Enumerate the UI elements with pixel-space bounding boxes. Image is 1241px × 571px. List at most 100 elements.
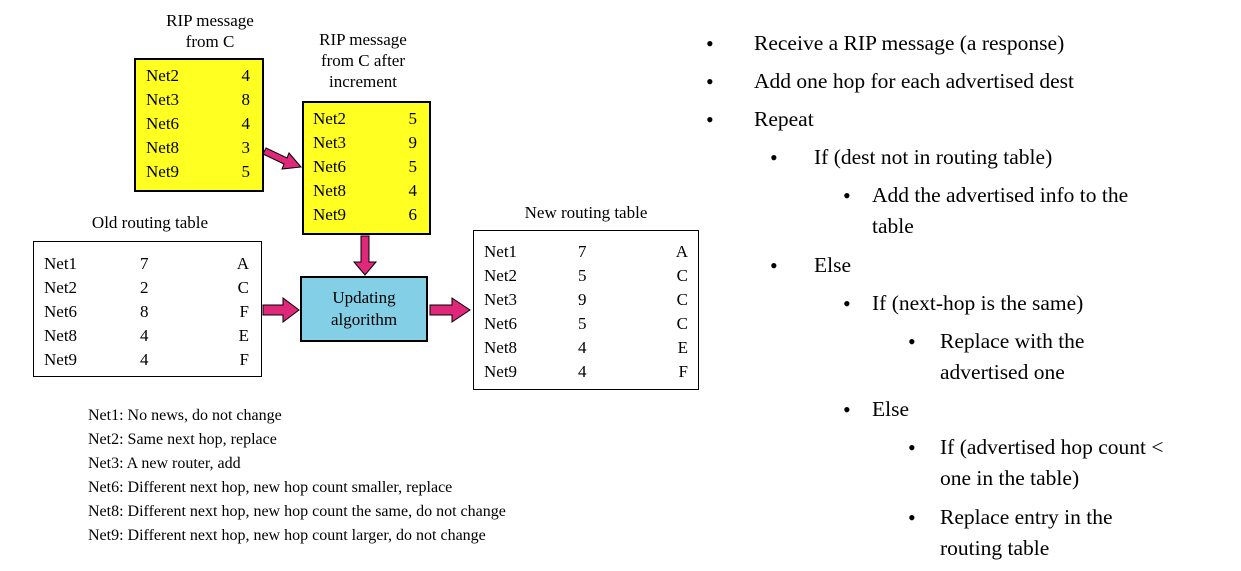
table-row: Net2 2 C [34, 275, 261, 300]
table-row: Net6 8 F [34, 299, 261, 324]
table-row: Net2 5 [304, 106, 429, 131]
caption-rip-after-increment: RIP message from C after increment [303, 29, 423, 92]
cell-net: Net6 [44, 302, 78, 321]
cell-hop: 2 [140, 278, 149, 297]
caption-rip-from-c: RIP message from C [150, 10, 270, 52]
cell-next: A [675, 242, 688, 261]
note-line: Net3: A new router, add [88, 455, 241, 472]
table-row: Net1 7 A [474, 239, 698, 264]
caption-line: RIP message [319, 30, 407, 49]
cell-net: Net8 [44, 326, 78, 345]
note-line: Net2: Same next hop, replace [88, 431, 277, 448]
cell-hop: 5 [578, 266, 587, 285]
cell-hop: 6 [408, 205, 418, 224]
cell-hop: 5 [408, 157, 418, 176]
cell-next: C [237, 278, 249, 297]
cell-net: Net9 [484, 362, 518, 381]
cell-next: C [676, 290, 688, 309]
table-row: Net8 3 [136, 135, 262, 160]
cell-next: F [239, 302, 249, 321]
algorithm-label-line: algorithm [330, 310, 398, 329]
cell-hop: 4 [140, 350, 149, 369]
updating-algorithm-box: Updating algorithm [300, 276, 428, 342]
cell-net: Net1 [484, 242, 518, 261]
cell-net: Net2 [484, 266, 518, 285]
cell-net: Net6 [146, 114, 180, 133]
table-row: Net9 4 F [34, 347, 261, 372]
cell-hop: 8 [241, 90, 251, 109]
table-row: Net9 6 [304, 202, 429, 227]
table-row: Net2 5 C [474, 263, 698, 288]
note-line: Net1: No news, do not change [88, 407, 282, 424]
cell-next: C [676, 266, 688, 285]
cell-net: Net8 [146, 138, 180, 157]
cell-net: Net1 [44, 254, 78, 273]
caption-new-routing-table: New routing table [524, 203, 648, 222]
table-row: Net8 4 E [474, 335, 698, 360]
cell-hop: 9 [578, 290, 587, 309]
note-line: Net9: Different next hop, new hop count … [88, 527, 486, 544]
cell-net: Net8 [313, 181, 347, 200]
cell-hop: 8 [140, 302, 149, 321]
table-row: Net2 4 [136, 63, 262, 88]
cell-next: E [677, 338, 688, 357]
cell-hop: 9 [408, 133, 418, 152]
cell-net: Net6 [484, 314, 518, 333]
cell-next: E [238, 326, 249, 345]
table-row: Net1 7 A [34, 251, 261, 276]
note-line: Net8: Different next hop, new hop count … [88, 503, 506, 520]
table-row: Net6 5 [304, 154, 429, 179]
cell-net: Net2 [44, 278, 78, 297]
arrow-increment [262, 147, 302, 170]
cell-net: Net3 [484, 290, 518, 309]
cell-net: Net9 [146, 162, 180, 181]
cell-hop: 7 [140, 254, 149, 273]
cell-hop: 4 [241, 114, 251, 133]
cell-hop: 4 [140, 326, 149, 345]
cell-net: Net6 [313, 157, 347, 176]
cell-net: Net3 [146, 90, 180, 109]
cell-hop: 4 [578, 338, 587, 357]
arrow-old-to-algorithm [262, 297, 300, 323]
caption-line: increment [329, 72, 397, 91]
table-row: Net9 5 [136, 159, 262, 184]
cell-net: Net2 [146, 66, 180, 85]
arrow-algorithm-to-new [429, 297, 471, 323]
caption-line: from C [185, 32, 235, 51]
caption-line: from C after [320, 51, 406, 70]
cell-hop: 5 [241, 162, 251, 181]
table-row: Net6 5 C [474, 311, 698, 336]
cell-hop: 3 [241, 138, 251, 157]
cell-next: A [236, 254, 249, 273]
cell-hop: 7 [578, 242, 587, 261]
cell-net: Net8 [484, 338, 518, 357]
cell-next: C [676, 314, 688, 333]
cell-net: Net9 [44, 350, 78, 369]
cell-hop: 4 [578, 362, 587, 381]
table-row: Net3 9 C [474, 287, 698, 312]
cell-hop: 5 [408, 109, 418, 128]
arrow-to-algorithm [352, 235, 378, 276]
cell-hop: 5 [578, 314, 587, 333]
caption-old-routing-table: Old routing table [91, 213, 209, 232]
cell-hop: 4 [408, 181, 418, 200]
cell-net: Net2 [313, 109, 347, 128]
cell-net: Net9 [313, 205, 347, 224]
cell-next: F [239, 350, 249, 369]
table-row: Net3 8 [136, 87, 262, 112]
note-line: Net6: Different next hop, new hop count … [88, 479, 453, 496]
table-row: Net9 4 F [474, 359, 698, 384]
cell-hop: 4 [241, 66, 251, 85]
cell-next: F [678, 362, 688, 381]
table-row: Net6 4 [136, 111, 262, 136]
table-row: Net8 4 [304, 178, 429, 203]
table-row: Net8 4 E [34, 323, 261, 348]
algorithm-label-line: Updating [332, 288, 396, 307]
